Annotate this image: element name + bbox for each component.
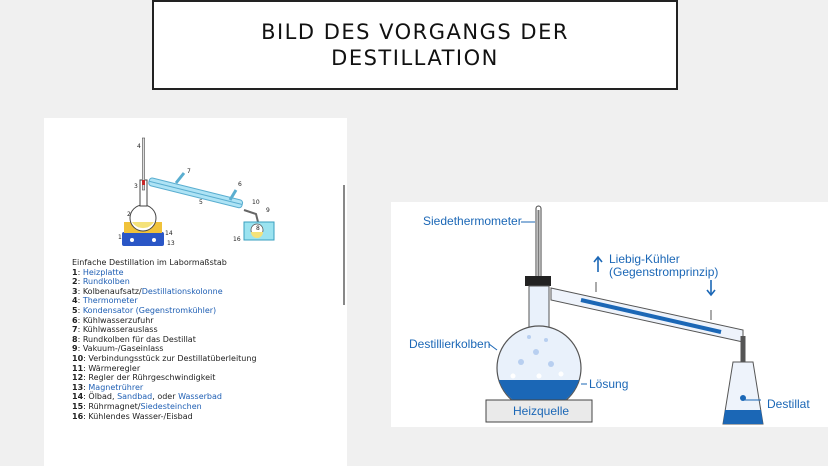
legend-item: 8: Rundkolben für das Destillat	[72, 334, 196, 344]
heat-source-shape	[485, 399, 593, 423]
number-5: 5	[199, 199, 203, 206]
legend-link[interactable]: Sandbad	[117, 392, 153, 402]
legend-item: 9: Vakuum-/Gaseinlass	[72, 344, 164, 354]
legend-item: 1: Heizplatte	[72, 267, 124, 277]
legend-link[interactable]: Wasserbad	[178, 392, 222, 402]
legend-link[interactable]: Rundkolben	[82, 277, 130, 287]
legend-link[interactable]: Destillationskolonne	[141, 286, 223, 296]
figure-legend: Einfache Destillation im Labormaßstab 1:…	[72, 258, 282, 421]
number-10: 10	[252, 199, 260, 206]
legend-caption: Einfache Destillation im Labormaßstab	[72, 258, 227, 267]
label-gegenstromprinzip: (Gegenstromprinzip)	[609, 265, 719, 279]
legend-item: 4: Thermometer	[72, 296, 138, 306]
number-2: 2	[127, 211, 131, 218]
distillation-apparatus-diagram	[485, 205, 764, 425]
wikipedia-figure-panel: 4 3 2 1 14 13 7 5 6 10 9 8 16	[44, 118, 347, 466]
number-4: 4	[137, 143, 141, 150]
number-14: 14	[165, 230, 173, 237]
label-heizquelle: Heizquelle	[513, 404, 570, 418]
legend-item: 2: Rundkolben	[72, 277, 130, 287]
legend-item: 10: Verbindungsstück zur Destillatüberle…	[72, 353, 257, 363]
legend-item: 3: Kolbenaufsatz/Destillationskolonne	[72, 286, 223, 296]
legend-item: 12: Regler der Rührgeschwindigkeit	[72, 373, 216, 383]
legend-item: 15: Rührmagnet/Siedesteinchen	[72, 401, 202, 411]
legend-link[interactable]: Heizplatte	[82, 267, 124, 277]
number-1: 1	[118, 234, 122, 241]
label-loesung: Lösung	[589, 377, 629, 391]
legend-link[interactable]: Siedesteinchen	[140, 401, 202, 411]
legend-item: 6: Kühlwasserzufuhr	[72, 315, 154, 325]
number-13: 13	[167, 240, 175, 247]
slide-title-line-1: BILD DES VORGANGS DER	[261, 20, 569, 44]
condenser-shape	[550, 282, 744, 343]
legend-link[interactable]: Magnetrührer	[88, 382, 144, 392]
legend-link[interactable]: Kondensator (Gegenstromkühler)	[82, 305, 217, 315]
legend-item: 16: Kühlendes Wasser-/Eisbad	[72, 411, 193, 421]
label-liebig-kuehler: Liebig-Kühler	[609, 252, 680, 266]
distillation-diagram-panel: Siedethermometer Liebig-Kühler (Gegenstr…	[391, 202, 828, 427]
number-8: 8	[256, 225, 260, 232]
slide-title-box: BILD DES VORGANGS DER DESTILLATION	[152, 0, 678, 90]
legend-item: 13: Magnetrührer	[72, 382, 144, 392]
legend-item: 14: Ölbad, Sandbad, oder Wasserbad	[72, 392, 222, 402]
scrollbar[interactable]	[343, 185, 345, 305]
simple-distillation-diagram: 4 3 2 1 14 13 7 5 6 10 9 8 16	[118, 137, 275, 247]
number-16: 16	[233, 236, 241, 243]
hotplate-shape	[122, 232, 164, 246]
number-7: 7	[187, 168, 191, 175]
number-3: 3	[134, 183, 138, 190]
label-destillierkolben: Destillierkolben	[409, 337, 491, 351]
number-6: 6	[238, 181, 242, 188]
legend-item: 11: Wärmeregler	[72, 363, 141, 373]
label-siedethermometer: Siedethermometer	[423, 214, 522, 228]
receiver-flask-shape	[722, 361, 764, 425]
slide-title-line-2: DESTILLATION	[331, 46, 499, 70]
legend-link[interactable]: Thermometer	[82, 296, 138, 306]
label-destillat: Destillat	[767, 397, 810, 411]
flask-shape	[496, 285, 582, 411]
legend-item: 7: Kühlwasserauslass	[72, 325, 158, 335]
number-9: 9	[266, 207, 270, 214]
legend-item: 5: Kondensator (Gegenstromkühler)	[72, 305, 217, 315]
